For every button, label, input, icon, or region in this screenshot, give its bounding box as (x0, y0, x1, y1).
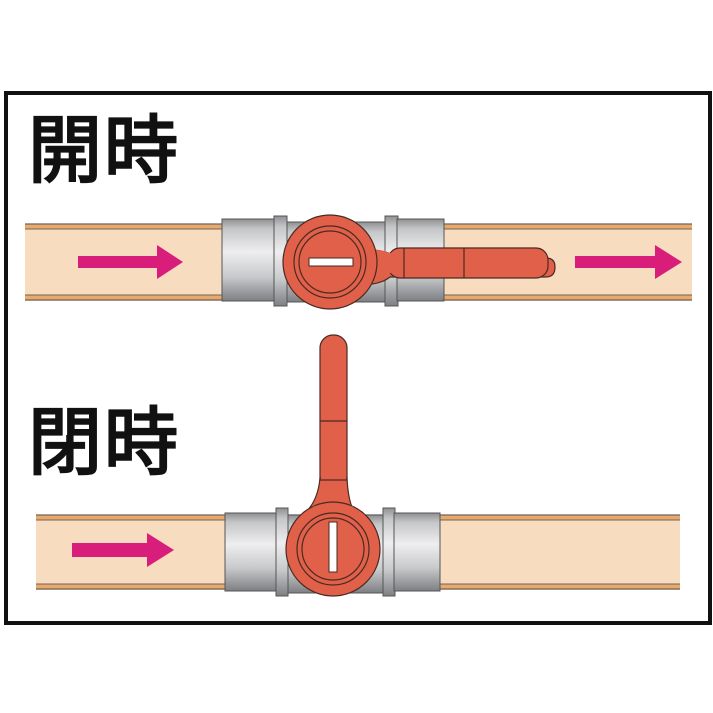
handle-closed (304, 334, 355, 513)
open-valve-assembly (25, 214, 692, 310)
flow-arrow-icon (72, 533, 174, 567)
flow-arrow-icon (78, 245, 183, 279)
handle-open (359, 247, 556, 286)
closed-valve-assembly (36, 334, 680, 597)
label-closed: 閉時 (28, 400, 180, 486)
valve-disc-open (282, 214, 378, 310)
valve-disc-closed (285, 501, 381, 597)
label-open: 開時 (28, 108, 180, 194)
flow-arrow-icon (575, 245, 682, 279)
